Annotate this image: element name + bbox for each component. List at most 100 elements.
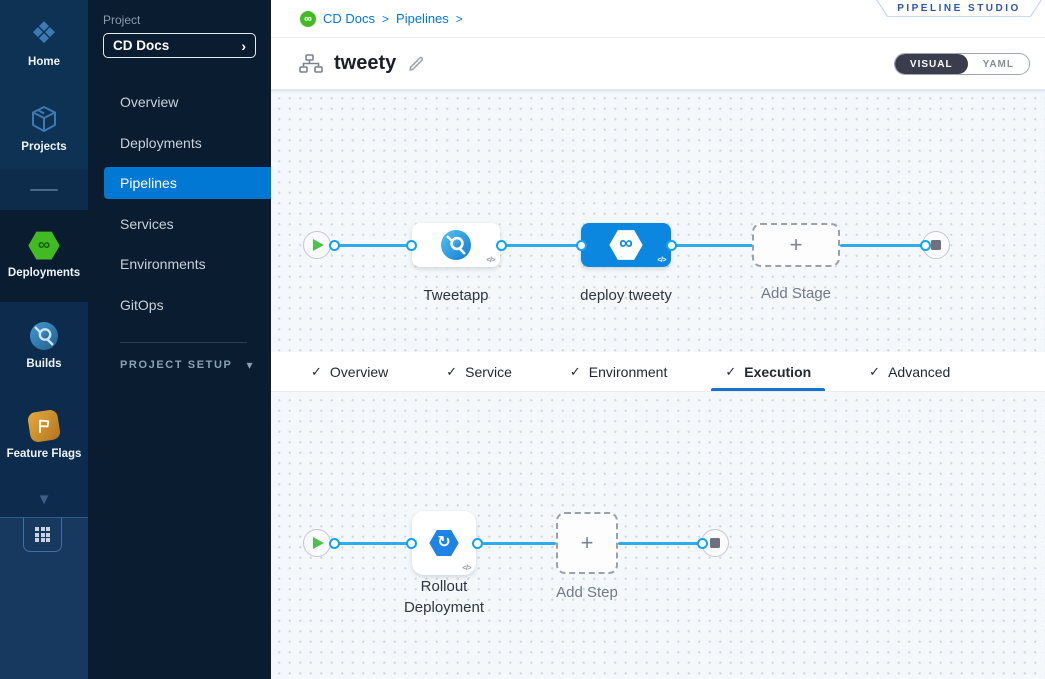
stage-node-deploy-tweety[interactable]: ∞ </> <box>581 223 671 267</box>
node-port[interactable] <box>328 537 340 549</box>
breadcrumb-project-link[interactable]: CD Docs <box>323 11 376 26</box>
code-badge-icon: </> <box>486 257 495 264</box>
check-icon: ✓ <box>569 363 581 379</box>
cd-deploy-stage-icon: ∞ <box>609 230 643 260</box>
node-port[interactable] <box>405 239 417 251</box>
visual-yaml-toggle[interactable]: VISUAL YAML <box>893 53 1030 75</box>
toggle-visual[interactable]: VISUAL <box>894 54 968 74</box>
rail-item-label: Projects <box>21 140 67 153</box>
rail-item-label: Builds <box>26 357 62 370</box>
add-step-label: Add Step <box>556 584 618 601</box>
pipeline-titlebar: tweety VISUAL YAML <box>271 38 1045 90</box>
node-port[interactable] <box>575 239 587 251</box>
node-port[interactable] <box>665 239 677 251</box>
pipeline-studio-badge: PIPELINE STUDIO <box>876 0 1042 17</box>
rail-item-label: Feature Flags <box>6 447 82 460</box>
project-selector[interactable]: CD Docs › <box>103 33 256 58</box>
menu-item-environments[interactable]: Environments <box>120 256 206 273</box>
breadcrumb-separator: > <box>455 11 463 26</box>
chevron-right-icon: › <box>241 37 246 54</box>
project-setup-toggle[interactable]: PROJECT SETUP ▾ <box>88 358 271 372</box>
add-step-button[interactable]: + <box>556 512 618 574</box>
node-port[interactable] <box>495 239 507 251</box>
tab-execution[interactable]: ✓ Execution <box>711 352 825 391</box>
pipeline-studio-main: PIPELINE STUDIO ∞ CD Docs > Pipelines > … <box>271 0 1045 679</box>
rail-item-feature-flags[interactable]: Feature Flags <box>0 390 88 482</box>
execution-canvas[interactable]: ↻ </> + Rollout Deployment Add Step <box>271 392 1045 679</box>
module-grid-button[interactable] <box>23 517 62 552</box>
builds-ci-icon <box>29 321 59 351</box>
rail-item-home[interactable]: ❖ Home <box>0 0 88 88</box>
menu-item-services[interactable]: Services <box>120 215 174 232</box>
menu-item-gitops[interactable]: GitOps <box>120 296 164 313</box>
rail-item-label: Home <box>28 55 60 68</box>
rail-item-builds[interactable]: Builds <box>0 302 88 390</box>
flow-connector <box>337 541 412 545</box>
play-icon <box>313 239 324 251</box>
tab-advanced[interactable]: ✓ Advanced <box>869 363 951 380</box>
chevron-down-icon: ▼ <box>36 491 52 508</box>
rail-bottom-section <box>0 517 88 679</box>
edit-pencil-icon[interactable] <box>407 55 425 73</box>
node-port[interactable] <box>405 537 417 549</box>
pipeline-studio-badge-label: PIPELINE STUDIO <box>897 2 1021 14</box>
rail-item-label: Deployments <box>7 267 81 280</box>
grid-icon <box>35 527 50 542</box>
flow-connector <box>840 243 926 247</box>
code-badge-icon: </> <box>657 257 666 264</box>
project-setup-label: PROJECT SETUP <box>120 359 233 371</box>
flow-connector <box>480 541 556 545</box>
stage-canvas[interactable]: </> ∞ </> + Tweetapp deploy tweety Add S… <box>271 90 1045 352</box>
pipeline-title: tweety <box>334 52 397 74</box>
stage-node-tweetapp[interactable]: </> <box>412 223 500 267</box>
chevron-down-icon: ▾ <box>246 358 253 372</box>
rollout-deployment-icon: ↻ <box>429 530 459 556</box>
menu-item-deployments[interactable]: Deployments <box>120 134 202 151</box>
menu-item-pipelines[interactable]: Pipelines <box>104 167 271 199</box>
home-icon: ❖ <box>30 16 58 50</box>
play-icon <box>313 537 324 549</box>
breadcrumb-pipelines-link[interactable]: Pipelines <box>396 11 449 26</box>
toggle-yaml[interactable]: YAML <box>982 58 1014 70</box>
deployments-cd-icon: ∞ <box>28 231 60 260</box>
node-port[interactable] <box>328 239 340 251</box>
cd-module-icon: ∞ <box>300 10 316 27</box>
stage-label: Tweetapp <box>423 287 489 304</box>
rail-item-deployments[interactable]: ∞ Deployments <box>0 210 88 302</box>
stop-icon <box>931 240 941 250</box>
flow-connector <box>504 243 582 247</box>
execution-start-node <box>303 529 331 557</box>
stage-tabs: ✓ Overview ✓ Service ✓ Environment ✓ Exe… <box>271 352 1045 392</box>
menu-item-overview[interactable]: Overview <box>120 94 179 111</box>
node-port[interactable] <box>696 537 708 549</box>
sidebar-divider <box>120 342 247 343</box>
stop-icon <box>710 538 720 548</box>
tab-service[interactable]: ✓ Service <box>446 363 512 380</box>
check-icon: ✓ <box>446 363 458 379</box>
module-rail: ❖ Home Projects ∞ Deployments <box>0 0 88 679</box>
tab-overview[interactable]: ✓ Overview <box>311 363 389 380</box>
add-stage-label: Add Stage <box>760 285 832 302</box>
pipeline-graph-icon <box>299 53 323 74</box>
check-icon: ✓ <box>869 363 881 379</box>
tab-environment[interactable]: ✓ Environment <box>569 363 668 380</box>
flow-connector <box>674 243 753 247</box>
pipeline-start-node <box>303 231 331 259</box>
check-icon: ✓ <box>311 363 322 379</box>
step-node-rollout-deployment[interactable]: ↻ </> <box>412 511 476 575</box>
stage-label: deploy tweety <box>580 287 672 304</box>
feature-flags-icon <box>26 408 62 443</box>
project-sidebar: Project CD Docs › Overview Deployments P… <box>88 0 271 679</box>
code-badge-icon: </> <box>462 565 471 572</box>
rail-item-projects[interactable]: Projects <box>0 88 88 170</box>
breadcrumb-separator: > <box>382 11 390 26</box>
step-label: Rollout Deployment <box>403 578 485 616</box>
rail-more-modules[interactable]: ▼ <box>0 482 88 517</box>
rail-divider <box>0 170 88 210</box>
node-port[interactable] <box>919 239 931 251</box>
project-menu: Overview Deployments Pipelines Services … <box>88 82 271 325</box>
add-stage-button[interactable]: + <box>752 223 840 267</box>
project-label: Project <box>103 13 141 27</box>
node-port[interactable] <box>471 537 483 549</box>
